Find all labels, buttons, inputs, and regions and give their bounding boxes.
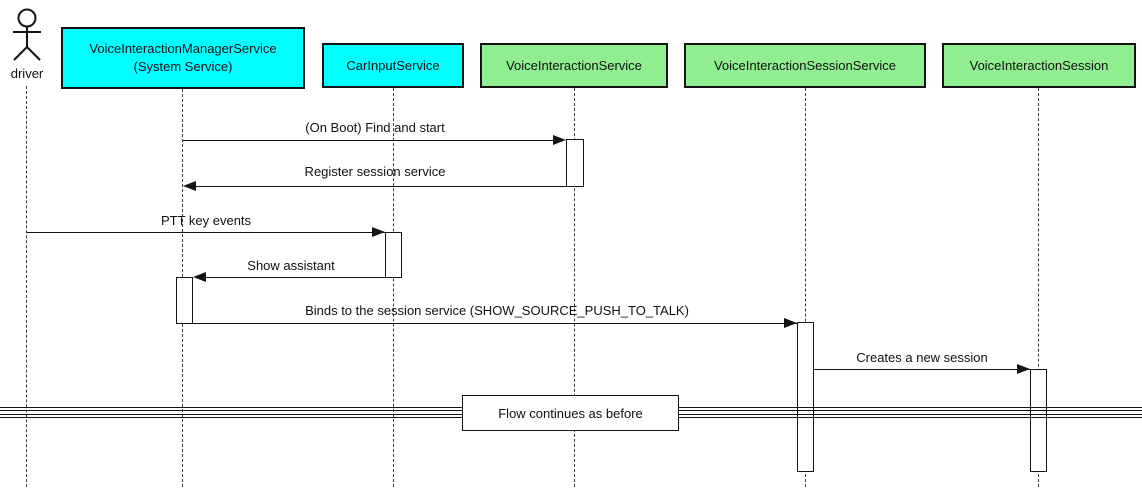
arrowhead-right-icon [553,135,566,145]
message-label: Show assistant [247,258,335,273]
divider-label-box: Flow continues as before [462,395,679,431]
lifeline-carinputservice [393,88,394,487]
activation-bar-voiceinteractionsessionservice [797,322,814,472]
activation-bar-voiceinteractionsession [1030,369,1047,472]
divider-label: Flow continues as before [498,405,643,421]
message-label: PTT key events [160,213,252,228]
message-line [199,277,385,278]
participant-voiceinteractionservice: VoiceInteractionService [480,43,668,88]
participant-sublabel: (System Service) [133,59,233,74]
message-label: Creates a new session [856,350,988,365]
lifeline-voiceinteractionservice [574,88,575,487]
participant-label: VoiceInteractionSession [969,57,1109,73]
participant-label: VoiceInteractionService [506,57,642,73]
arrowhead-right-icon [784,318,797,328]
arrowhead-right-icon [372,227,385,237]
participant-label: CarInputService [346,57,440,73]
activation-bar-voiceinteractionservice [566,139,584,187]
participant-voiceinteractionmanagerservice: VoiceInteractionManagerService (System S… [61,27,305,89]
activation-bar-voiceinteractionmanagerservice [176,277,193,324]
participant-label: VoiceInteractionManagerService [89,41,277,56]
participant-voiceinteractionsession: VoiceInteractionSession [942,43,1136,88]
arrowhead-left-icon [183,181,196,191]
lifeline-voiceinteractionsessionservice [805,88,806,487]
actor-stick-figure-icon [13,8,41,61]
message-line [27,232,385,233]
lifeline-voiceinteractionsession [1038,88,1039,487]
participant-carinputservice: CarInputService [322,43,464,88]
arrowhead-right-icon [1017,364,1030,374]
message-line [193,323,797,324]
activation-bar-carinputservice [385,232,402,278]
actor-label: driver [10,66,44,81]
message-line [189,186,566,187]
arrowhead-left-icon [193,272,206,282]
message-label: Register session service [304,164,446,179]
message-label: Binds to the session service (SHOW_SOURC… [305,303,689,318]
participant-label: VoiceInteractionSessionService [713,57,897,73]
message-label: (On Boot) Find and start [305,120,445,135]
lifeline-driver [26,86,27,487]
message-line [183,140,556,141]
message-line [814,369,1030,370]
participant-voiceinteractionsessionservice: VoiceInteractionSessionService [684,43,926,88]
